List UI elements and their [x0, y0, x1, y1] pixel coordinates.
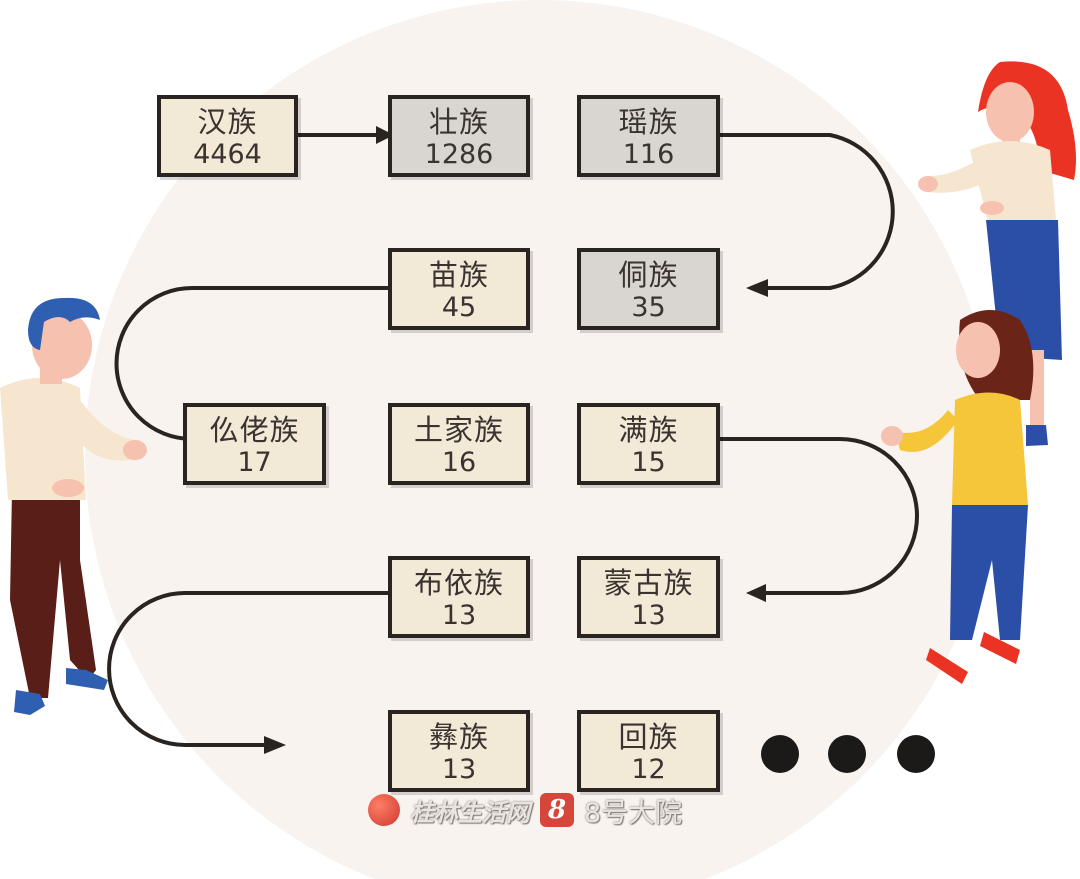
connector-yao-dong [720, 133, 895, 290]
node-yao-count: 116 [622, 139, 675, 170]
node-dong: 侗族 35 [577, 248, 720, 330]
node-buyi-count: 13 [441, 600, 477, 631]
node-han: 汉族 4464 [157, 95, 298, 177]
ellipsis-dot-2 [828, 735, 866, 773]
node-menggu: 蒙古族 13 [577, 556, 720, 638]
node-han-name: 汉族 [197, 105, 258, 139]
watermark: 桂林生活网 8 8号大院 [368, 788, 682, 832]
node-man: 满族 15 [577, 403, 720, 485]
node-man-count: 15 [631, 447, 666, 478]
node-buyi: 布依族 13 [388, 556, 530, 638]
node-yi-name: 彝族 [428, 720, 489, 754]
node-zhuang: 壮族 1286 [388, 95, 530, 177]
ellipsis-dot-1 [761, 735, 799, 773]
node-zhuang-count: 1286 [424, 139, 494, 170]
connector-miao-mulao [114, 286, 390, 441]
node-hui-name: 回族 [618, 720, 679, 754]
arrowhead-menggu [746, 584, 766, 602]
badge-8-icon: 8 [540, 793, 574, 827]
arrowhead-dong [746, 279, 768, 297]
arrowhead-zhuang [376, 126, 394, 144]
node-miao-name: 苗族 [428, 258, 489, 292]
site-logo-icon [368, 794, 400, 826]
node-han-count: 4464 [193, 139, 262, 170]
watermark-site-name: 桂林生活网 [410, 797, 530, 827]
node-mulao-name: 仫佬族 [209, 413, 300, 447]
node-yao: 瑶族 116 [577, 95, 720, 177]
connector-man-menggu [720, 437, 919, 595]
arrowheads [264, 126, 768, 754]
node-buyi-name: 布依族 [413, 566, 504, 600]
watermark-brand: 8号大院 [584, 797, 683, 829]
background-circle [85, 0, 995, 879]
ellipsis-dot-3 [897, 735, 935, 773]
node-mulao-count: 17 [237, 447, 272, 478]
node-miao-count: 45 [441, 292, 477, 323]
node-hui-count: 12 [631, 754, 666, 785]
node-yao-name: 瑶族 [618, 105, 679, 139]
node-tujia-name: 土家族 [413, 413, 504, 447]
node-yi: 彝族 13 [388, 710, 530, 792]
connector-buyi-next [107, 591, 390, 747]
node-yi-count: 13 [441, 754, 477, 785]
node-tujia-count: 16 [441, 447, 477, 478]
node-dong-name: 侗族 [618, 258, 679, 292]
node-miao: 苗族 45 [388, 248, 530, 330]
node-menggu-count: 13 [631, 600, 666, 631]
node-menggu-name: 蒙古族 [603, 566, 694, 600]
node-dong-count: 35 [631, 292, 666, 323]
node-tujia: 土家族 16 [388, 403, 530, 485]
node-hui: 回族 12 [577, 710, 720, 792]
connector-lines [107, 133, 919, 747]
woman-yellow-illustration [881, 310, 1034, 684]
node-mulao: 仫佬族 17 [183, 403, 326, 485]
node-zhuang-name: 壮族 [428, 105, 489, 139]
arrowhead-yi [264, 736, 286, 754]
node-man-name: 满族 [618, 413, 679, 447]
man-illustration [0, 297, 147, 715]
